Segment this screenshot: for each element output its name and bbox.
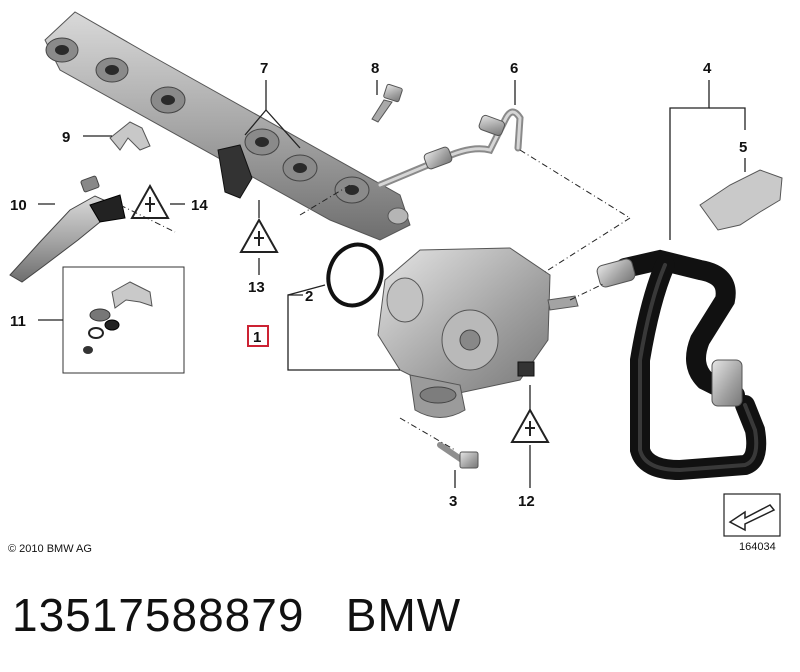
callout-14[interactable]: 14 <box>191 197 208 214</box>
callout-9[interactable]: 9 <box>62 129 70 146</box>
leader-lines <box>38 80 746 488</box>
injector-10 <box>9 175 126 283</box>
reference-number: 164034 <box>739 541 776 553</box>
part-number: 13517588879 <box>12 589 305 641</box>
callout-13[interactable]: 13 <box>248 279 265 296</box>
callout-7[interactable]: 7 <box>260 60 268 77</box>
brand-name: BMW <box>345 589 462 641</box>
callout-labels: 1 2 3 4 5 6 7 8 9 10 11 12 13 14 <box>10 60 747 510</box>
fuel-feed-line <box>596 249 767 481</box>
bolt-3 <box>437 442 479 469</box>
bolt-8 <box>371 83 403 123</box>
seal-kit-box <box>62 266 185 374</box>
warning-triangle-13 <box>239 217 279 253</box>
callout-8[interactable]: 8 <box>371 60 379 77</box>
warning-triangle-12 <box>510 407 550 443</box>
clip-9 <box>109 121 151 151</box>
callout-4[interactable]: 4 <box>703 60 712 77</box>
callout-6[interactable]: 6 <box>510 60 518 77</box>
copyright-text: © 2010 BMW AG <box>8 543 92 555</box>
callout-1-highlight <box>247 325 269 347</box>
callout-2[interactable]: 2 <box>305 288 313 305</box>
high-pressure-pump <box>377 247 579 418</box>
callout-11[interactable]: 11 <box>10 313 26 330</box>
reference-symbol-box <box>723 493 781 537</box>
fuel-rail <box>44 11 411 241</box>
callout-12[interactable]: 12 <box>518 493 535 510</box>
warning-triangle-14 <box>130 183 170 219</box>
callout-5[interactable]: 5 <box>739 139 747 156</box>
clip-bracket-5 <box>699 169 783 231</box>
o-ring-2 <box>326 242 384 308</box>
callout-10[interactable]: 10 <box>10 197 27 214</box>
dash-dot-lines <box>119 149 631 451</box>
footer-caption: 13517588879 BMW <box>12 588 461 642</box>
callout-3[interactable]: 3 <box>449 493 457 510</box>
callout-1[interactable]: 1 <box>253 329 261 346</box>
arrow-icon <box>728 504 776 532</box>
